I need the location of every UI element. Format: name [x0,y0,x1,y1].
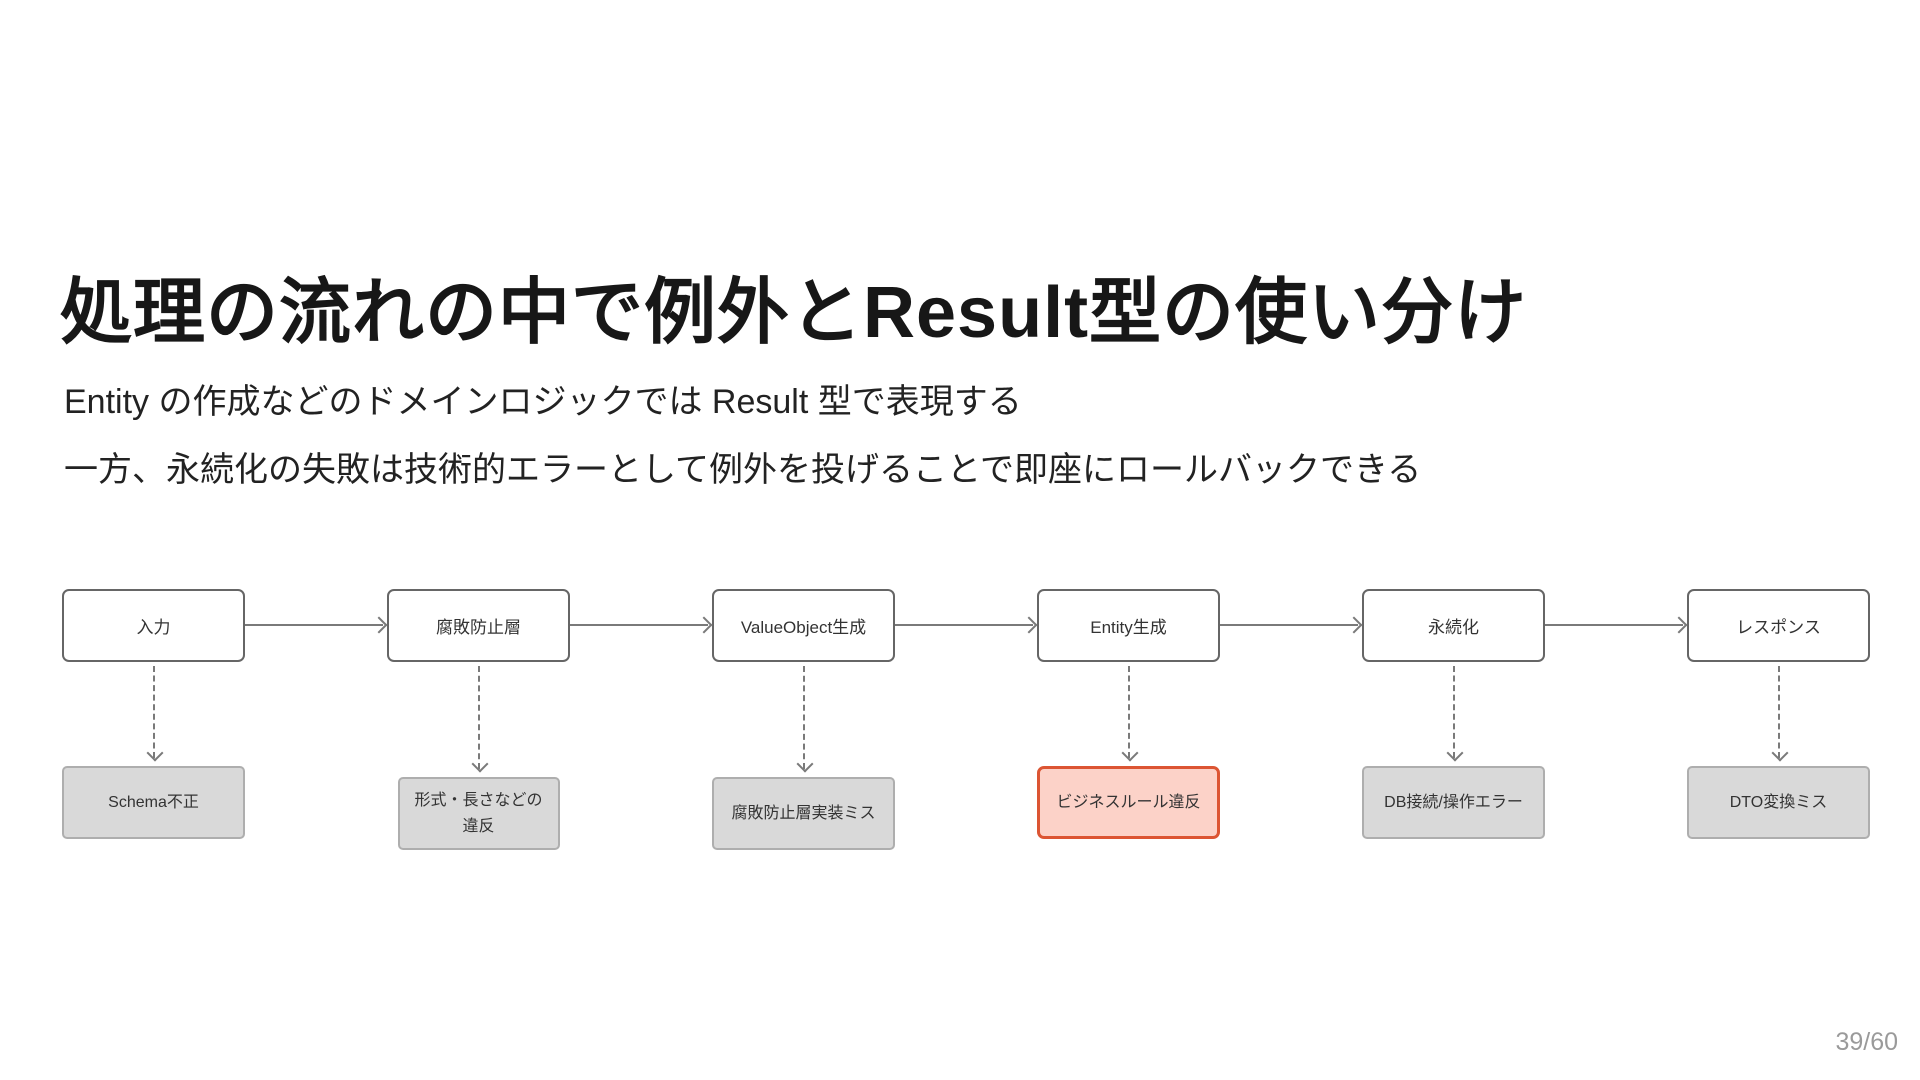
flow-column-acl: 腐敗防止層 形式・長さなどの違反 [387,589,570,850]
subtitle-line-1: Entity の作成などのドメインロジックでは Result 型で表現する [64,383,1022,421]
flow-error-dto-conversion-miss: DTO変換ミス [1687,766,1870,839]
flow-step-entity-creation: Entity生成 [1037,589,1220,662]
flow-error-acl-implementation-miss: 腐敗防止層実装ミス [712,777,895,850]
dashed-down-arrow [152,666,155,758]
flow-step-persistence: 永続化 [1362,589,1545,662]
flow-error-business-rule-violation: ビジネスルール違反 [1037,766,1220,839]
flow-arrow-right [1545,624,1683,626]
flow-step-input: 入力 [62,589,245,662]
dashed-down-arrow [1777,666,1780,758]
dashed-down-arrow [1452,666,1455,758]
dashed-down-arrow [1127,666,1130,758]
flow-column-persistence: 永続化 DB接続/操作エラー [1362,589,1545,839]
flow-error-format-length-violation: 形式・長さなどの違反 [397,777,560,850]
flow-step-anticorruption-layer: 腐敗防止層 [387,589,570,662]
page-number: 39/60 [1835,1028,1898,1056]
flow-arrow-right [245,624,383,626]
flow-column-response: レスポンス DTO変換ミス [1687,589,1870,839]
flow-column-input: 入力 Schema不正 [62,589,245,839]
flow-error-schema-invalid: Schema不正 [62,766,245,839]
dashed-down-arrow [802,666,805,769]
flow-column-entity: Entity生成 ビジネスルール違反 [1037,589,1220,839]
dashed-down-arrow [477,666,480,769]
slide-subtitle: Entity の作成などのドメインロジックでは Result 型で表現する 一方… [64,368,1864,504]
flow-arrow-right [570,624,708,626]
flow-column-valueobject: ValueObject生成 腐敗防止層実装ミス [712,589,895,850]
subtitle-line-2: 一方、永続化の失敗は技術的エラーとして例外を投げることで即座にロールバックできる [64,451,1422,489]
flow-step-valueobject-creation: ValueObject生成 [712,589,895,662]
flow-arrow-right [895,624,1033,626]
slide-title: 処理の流れの中で例外とResult型の使い分け [60,273,1528,354]
flow-error-db-connection-operation: DB接続/操作エラー [1362,766,1545,839]
flow-step-response: レスポンス [1687,589,1870,662]
flow-arrow-right [1220,624,1358,626]
